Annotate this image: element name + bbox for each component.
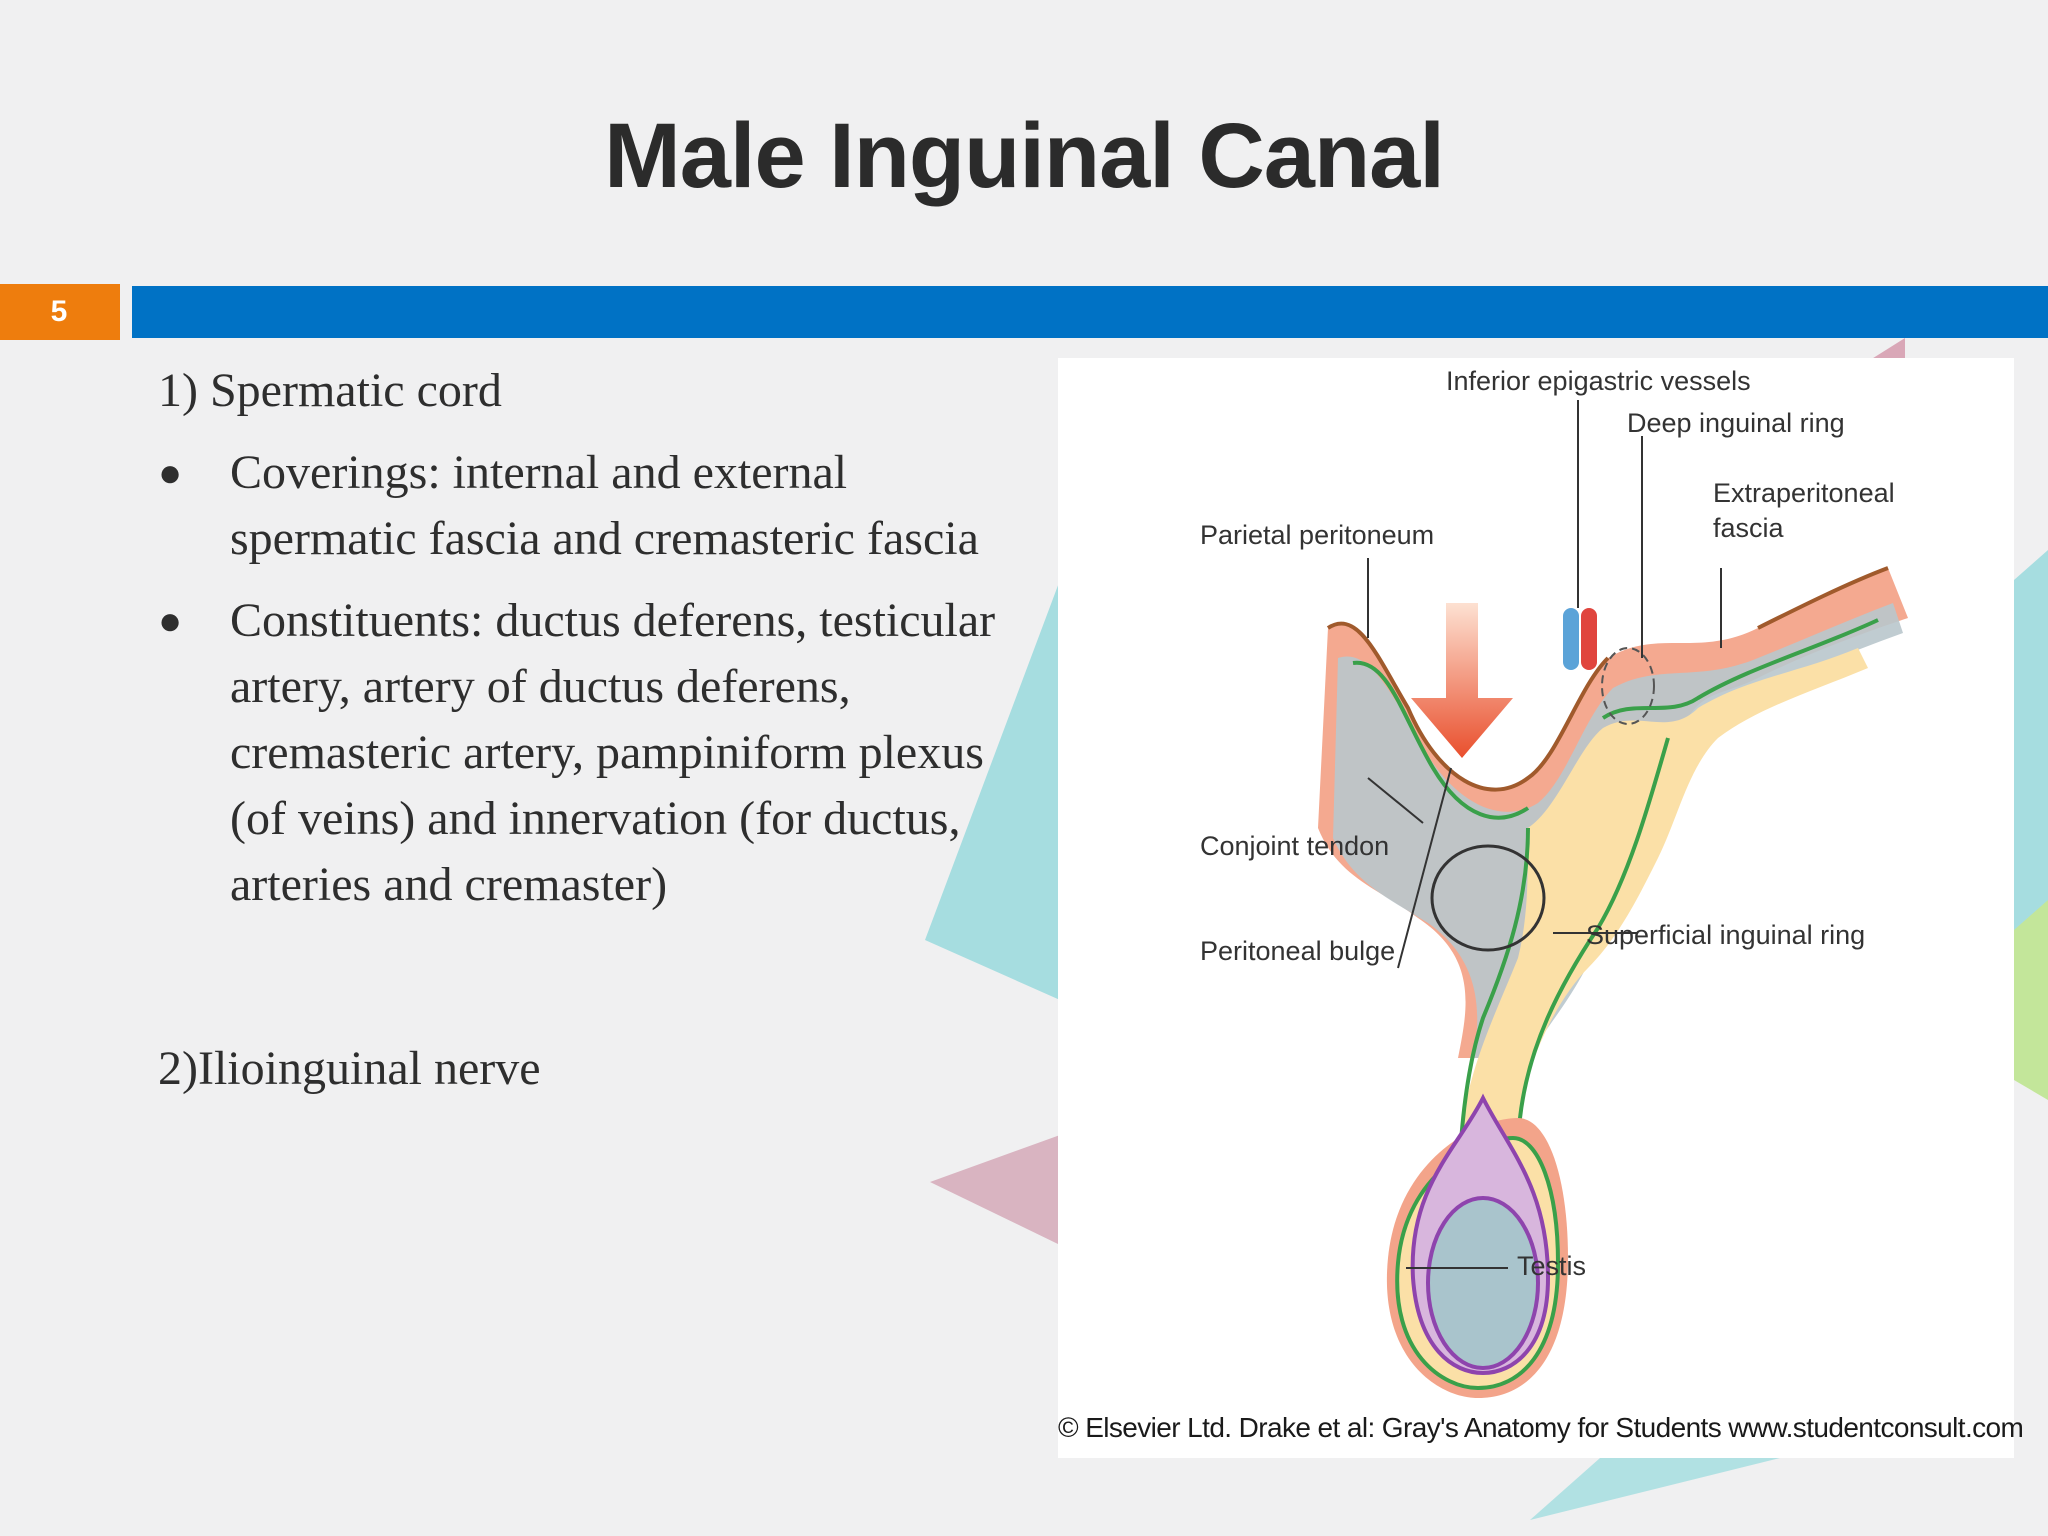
label-extraperitoneal-fascia: fascia (1713, 513, 1784, 543)
green-line-cord-right (1601, 618, 1879, 720)
pink-triangle-top (1870, 338, 1905, 360)
slide-number: 5 (50, 295, 68, 328)
slide-number-badge: 5 (0, 284, 120, 340)
green-triangle-right (2014, 900, 2048, 1100)
label-extraperitoneal: Extraperitoneal (1713, 478, 1895, 508)
superficial-ring-outline (1430, 844, 1546, 952)
item-ilioinguinal-nerve: 2)Ilioinguinal nerve (158, 1042, 541, 1095)
inguinal-canal-diagram (1318, 400, 1908, 1398)
brown-line-right (1757, 566, 1889, 630)
bullet-coverings: ● Coverings: internal and external sperm… (158, 440, 1038, 572)
teal-triangle-left (925, 580, 1060, 1000)
pink-triangle-left (930, 1135, 1060, 1245)
bullet-constituents-text: Constituents: ductus deferens, testicula… (230, 594, 996, 911)
deep-ring-outline (1601, 647, 1655, 725)
header-bar (132, 286, 2048, 338)
teal-triangle-right (2014, 550, 2048, 930)
slide-title: Male Inguinal Canal (604, 105, 1445, 207)
down-arrow-icon (1411, 603, 1513, 758)
label-parietal-peritoneum: Parietal peritoneum (1200, 520, 1435, 550)
red-vessel (1581, 608, 1597, 670)
label-deep-ring: Deep inguinal ring (1627, 408, 1845, 438)
label-testis: Testis (1517, 1251, 1587, 1281)
bullet-constituents: ● Constituents: ductus deferens, testicu… (158, 588, 1038, 918)
testis-body (1426, 1196, 1540, 1370)
bullet-dot-icon: ● (158, 598, 183, 643)
label-conjoint-tendon: Conjoint tendon (1200, 831, 1390, 861)
teal-triangle-bottom (1530, 1458, 1780, 1520)
label-superficial-ring: Superficial inguinal ring (1586, 920, 1866, 950)
anatomy-figure: Inferior epigastric vessels Deep inguina… (1058, 358, 2024, 1458)
blue-vessel (1563, 608, 1579, 670)
label-inferior-epigastric: Inferior epigastric vessels (1446, 366, 1751, 396)
leader-lines (1367, 400, 1722, 1269)
spermatic-cord-yellow (1456, 648, 1868, 1308)
item-spermatic-cord: 1) Spermatic cord (158, 364, 502, 417)
figure-credit: © Elsevier Ltd. Drake et al: Gray's Anat… (1058, 1412, 2024, 1443)
label-peritoneal-bulge: Peritoneal bulge (1200, 936, 1396, 966)
brown-line-outer (1326, 621, 1610, 792)
content-text: 1) Spermatic cord ● Coverings: internal … (158, 358, 1038, 1102)
bullet-coverings-text: Coverings: internal and external spermat… (230, 446, 979, 565)
green-line-outer (1352, 660, 1530, 820)
bullet-dot-icon: ● (158, 450, 183, 495)
